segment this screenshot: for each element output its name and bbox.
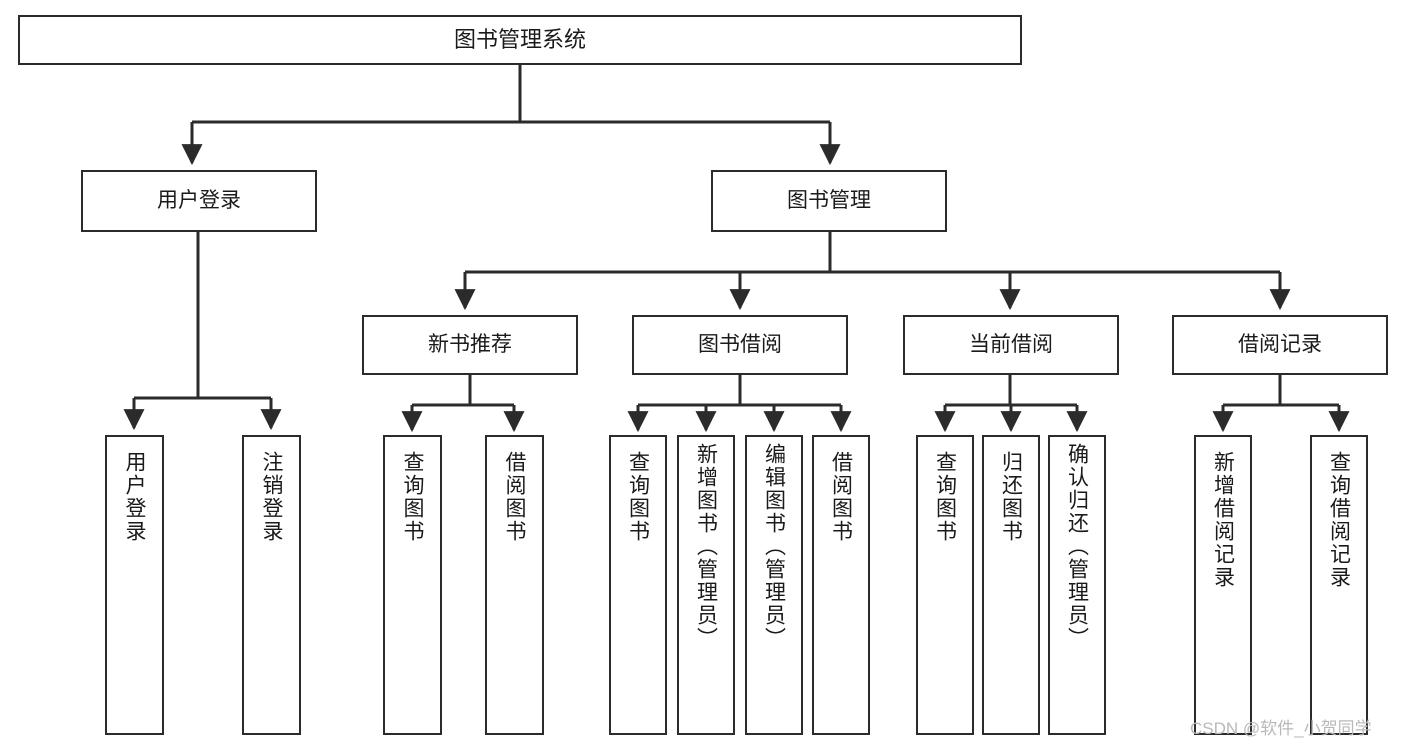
leaf-borrow-record-add[interactable]: 新增借阅记录 [1194,435,1252,735]
leaf-new-book-borrow[interactable]: 借阅图书 [485,435,544,735]
node-label: 查询图书 [401,451,424,543]
leaf-book-borrow-edit[interactable]: 编辑图书（管理员） [745,435,803,735]
node-label: 当前借阅 [969,332,1053,356]
node-label: 新书推荐 [428,332,512,356]
node-user-login[interactable]: 用户登录 [81,170,317,232]
leaf-current-borrow-query[interactable]: 查询图书 [916,435,974,735]
node-label: 用户登录 [157,188,241,212]
node-label: 借阅记录 [1238,332,1322,356]
node-label: 查询图书 [626,451,650,543]
node-label: 查询借阅记录 [1327,451,1351,589]
node-label: 注销登录 [260,451,283,543]
leaf-user-login-login[interactable]: 用户登录 [105,435,164,735]
node-label: 借阅图书 [503,451,526,543]
node-new-book-recommend[interactable]: 新书推荐 [362,315,578,375]
node-label: 借阅图书 [829,451,853,543]
node-borrow-record[interactable]: 借阅记录 [1172,315,1388,375]
leaf-book-borrow-add[interactable]: 新增图书（管理员） [677,435,735,735]
leaf-user-login-logout[interactable]: 注销登录 [242,435,301,735]
node-label: 归还图书 [999,451,1023,543]
leaf-book-borrow-borrow[interactable]: 借阅图书 [812,435,870,735]
leaf-current-borrow-confirm[interactable]: 确认归还（管理员） [1048,435,1106,735]
node-label: 编辑图书（管理员） [762,443,786,650]
leaf-book-borrow-query[interactable]: 查询图书 [609,435,667,735]
node-label: 查询图书 [933,451,957,543]
leaf-new-book-query[interactable]: 查询图书 [383,435,442,735]
node-label: 新增图书（管理员） [694,443,718,650]
leaf-current-borrow-return[interactable]: 归还图书 [982,435,1040,735]
csdn-watermark: CSDN @软件_小贺同学 [1190,719,1372,738]
node-label: 图书管理 [787,188,871,212]
node-label: 图书借阅 [698,332,782,356]
node-book-borrow[interactable]: 图书借阅 [632,315,848,375]
node-label: 新增借阅记录 [1211,451,1235,589]
node-label: 确认归还（管理员） [1065,443,1089,650]
node-label: 图书管理系统 [453,27,586,53]
node-current-borrow[interactable]: 当前借阅 [903,315,1119,375]
node-label: 用户登录 [123,451,146,543]
node-root-system[interactable]: 图书管理系统 [18,15,1022,65]
leaf-borrow-record-query[interactable]: 查询借阅记录 [1310,435,1368,735]
node-book-management[interactable]: 图书管理 [711,170,947,232]
